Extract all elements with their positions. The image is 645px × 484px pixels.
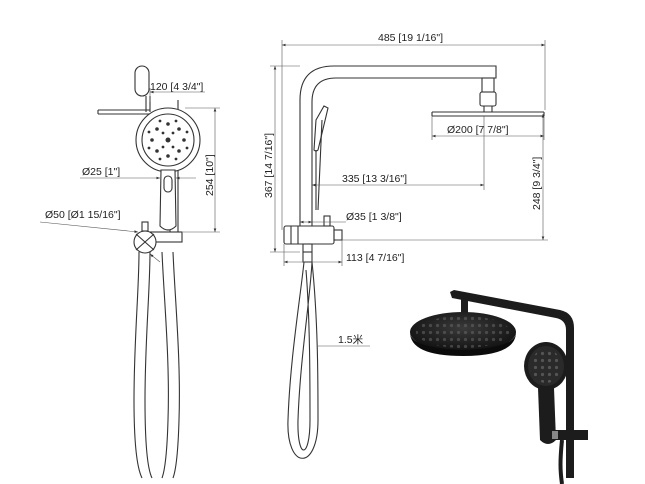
dim-handle-dia: Ø25 [1"] xyxy=(82,166,120,178)
dim-holder-height: 254 [10"] xyxy=(204,154,216,196)
riser-pipe xyxy=(299,65,497,232)
arm-drop xyxy=(481,77,495,93)
left-view: 120 [4 3/4"] 254 [10"] Ø25 [1"] Ø50 [Ø1 … xyxy=(39,65,220,479)
hose-loop xyxy=(287,261,319,459)
hose-left-2 xyxy=(161,251,169,479)
dim-rain-head-dia: Ø200 [7 7/8"] xyxy=(447,124,509,136)
side-view: 485 [19 1/16"] 367 [14 7/16"] Ø200 [7 7/… xyxy=(263,32,548,459)
hand-shower-handle xyxy=(159,169,177,231)
dim-riser-height: 367 [14 7/16"] xyxy=(263,133,275,198)
label-hose-length: 1.5米 xyxy=(338,333,364,346)
dim-arm-reach: 335 [13 3/16"] xyxy=(342,173,407,185)
pipe-top-cap xyxy=(134,65,150,97)
render-holder xyxy=(548,430,588,440)
dim-wall-offset: 113 [4 7/16"] xyxy=(346,252,404,264)
product-render xyxy=(410,290,588,484)
dim-handset-head: 120 [4 3/4"] xyxy=(150,81,203,93)
dim-total-width: 485 [19 1/16"] xyxy=(378,32,443,44)
hand-shower-nozzles xyxy=(147,119,189,161)
dim-bracket-dia: Ø50 [Ø1 15/16"] xyxy=(45,209,121,221)
hose-left-1 xyxy=(133,251,143,479)
dim-pipe-dia: Ø35 [1 3/8"] xyxy=(346,211,402,223)
dim-head-drop: 248 [9 3/4"] xyxy=(531,157,543,210)
